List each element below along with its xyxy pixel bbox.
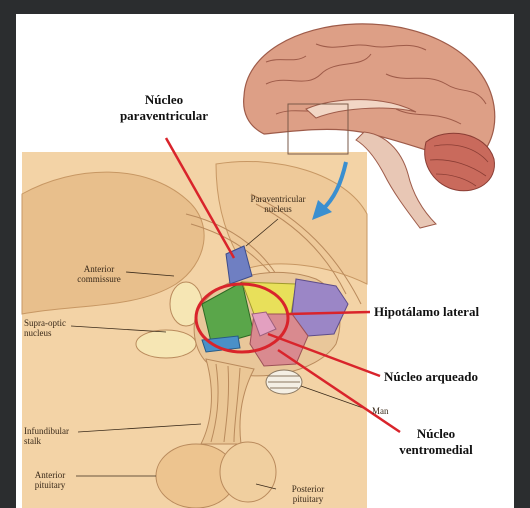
callout-ventromedial-line2: ventromedial [386, 442, 486, 458]
posterior-pituitary [220, 442, 276, 502]
label-infundibular-line2: stalk [24, 436, 84, 446]
callout-paraventricular: Núcleo paraventricular [104, 92, 224, 124]
label-posterior-pituitary-line2: pituitary [278, 494, 338, 504]
label-anterior-commissure: Anterior commissure [68, 264, 130, 284]
callout-paraventricular-line1: Núcleo [104, 92, 224, 108]
label-mammillary: Man [372, 406, 389, 416]
label-supraoptic-line2: nucleus [24, 328, 84, 338]
label-anterior-pituitary-line1: Anterior [24, 470, 76, 480]
label-infundibular-stalk: Infundibular stalk [24, 426, 84, 446]
callout-paraventricular-line2: paraventricular [104, 108, 224, 124]
label-paraventricular-line2: nucleus [238, 204, 318, 214]
callout-lateral-hypothalamus: Hipotálamo lateral [374, 304, 479, 320]
label-anterior-pituitary: Anterior pituitary [24, 470, 76, 490]
optic-chiasm [136, 330, 196, 358]
label-paraventricular-line1: Paraventricular [238, 194, 318, 204]
label-posterior-pituitary-line1: Posterior [278, 484, 338, 494]
label-infundibular-line1: Infundibular [24, 426, 84, 436]
label-supraoptic-nucleus: Supra-optic nucleus [24, 318, 84, 338]
label-anterior-commissure-line1: Anterior [68, 264, 130, 274]
callout-ventromedial: Núcleo ventromedial [386, 426, 486, 458]
figure-panel: Núcleo paraventricular Hipotálamo latera… [16, 14, 514, 508]
label-anterior-commissure-line2: commissure [68, 274, 130, 284]
label-paraventricular-nucleus: Paraventricular nucleus [238, 194, 318, 214]
callout-arcuate-nucleus: Núcleo arqueado [384, 369, 478, 385]
callout-ventromedial-line1: Núcleo [386, 426, 486, 442]
label-posterior-pituitary: Posterior pituitary [278, 484, 338, 504]
label-anterior-pituitary-line2: pituitary [24, 480, 76, 490]
label-supraoptic-line1: Supra-optic [24, 318, 84, 328]
